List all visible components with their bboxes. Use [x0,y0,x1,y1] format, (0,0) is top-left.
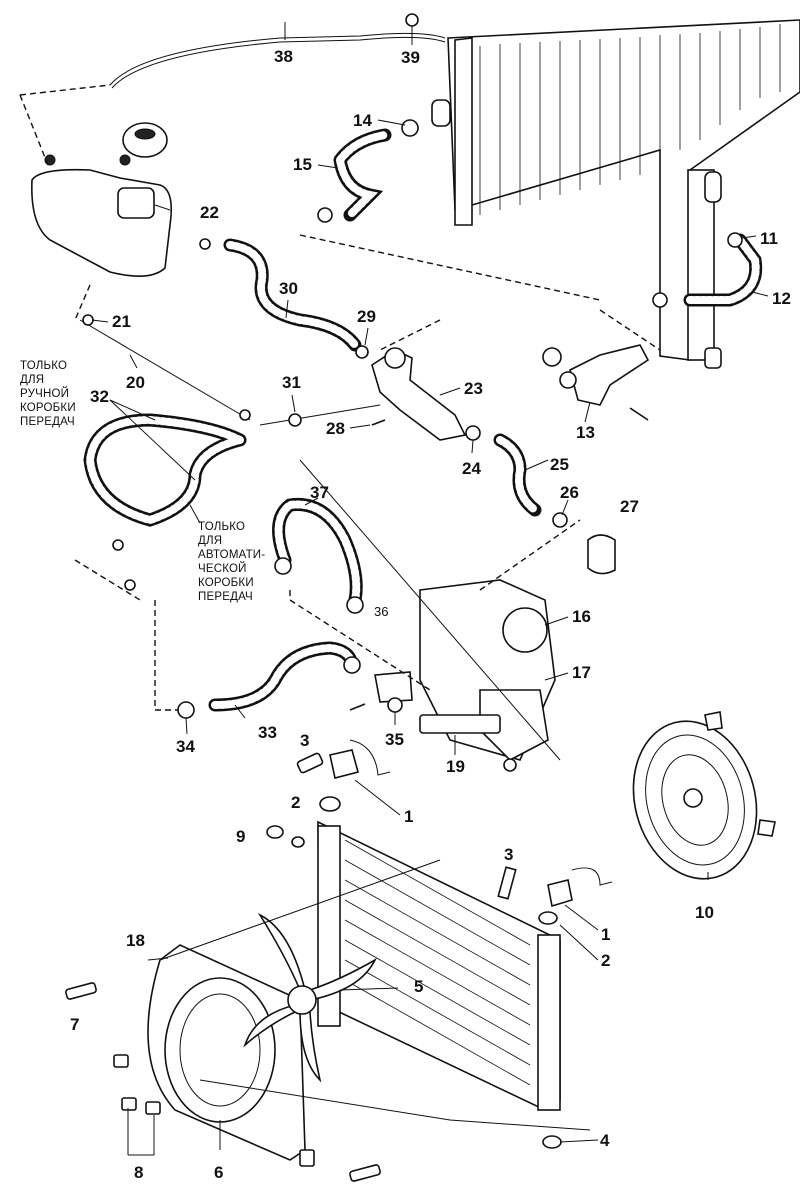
label-29: 29 [357,307,376,326]
label-18: 18 [126,931,145,950]
svg-text:ПЕРЕДАЧ: ПЕРЕДАЧ [20,416,75,428]
label-11: 11 [760,229,778,248]
svg-text:АВТОМАТИ-: АВТОМАТИ- [198,549,265,561]
lower-assembly [65,739,613,1182]
svg-text:ТОЛЬКО: ТОЛЬКО [198,521,245,533]
label-2-right: 2 [601,951,610,970]
label-9: 9 [236,827,245,846]
label-leaders [91,22,769,1156]
label-37: 37 [310,483,329,502]
label-1-right: 1 [601,925,610,944]
label-12: 12 [772,289,791,308]
label-22: 22 [200,203,219,222]
hoses [83,32,763,712]
label-39: 39 [401,48,420,67]
svg-text:ПЕРЕДАЧ: ПЕРЕДАЧ [198,591,253,603]
label-26: 26 [560,483,579,502]
label-21: 21 [112,312,131,331]
label-38: 38 [274,47,293,66]
label-5: 5 [414,977,423,996]
label-34: 34 [176,737,195,756]
label-25: 25 [550,455,569,474]
svg-text:КОРОБКИ: КОРОБКИ [20,402,76,414]
label-6: 6 [214,1163,223,1182]
electric-fan [632,711,776,880]
label-13: 13 [576,423,595,442]
label-33: 33 [258,723,277,742]
label-8: 8 [134,1163,143,1182]
label-36: 36 [374,604,388,619]
svg-text:ДЛЯ: ДЛЯ [20,374,44,386]
expansion-tank [31,122,173,277]
fan-blades [243,913,377,1083]
label-7: 7 [70,1015,79,1034]
pipes-and-housings [371,344,650,761]
label-1-top: 1 [404,807,413,826]
connection-lines [19,84,661,761]
label-30: 30 [279,279,298,298]
label-20: 20 [126,373,145,392]
label-14: 14 [353,111,372,130]
label-15: 15 [293,155,312,174]
label-2-top: 2 [291,793,300,812]
label-24: 24 [462,459,481,478]
svg-text:ДЛЯ: ДЛЯ [198,535,222,547]
label-28: 28 [326,419,345,438]
note-automatic-gearbox: ТОЛЬКО ДЛЯ АВТОМАТИ- ЧЕСКОЙ КОРОБКИ ПЕРЕ… [198,521,265,603]
svg-text:КОРОБКИ: КОРОБКИ [198,577,254,589]
label-32: 32 [90,387,109,406]
label-16: 16 [572,607,591,626]
label-10: 10 [695,903,714,922]
svg-text:РУЧНОЙ: РУЧНОЙ [20,387,69,400]
note-manual-gearbox: ТОЛЬКО ДЛЯ РУЧНОЙ КОРОБКИ ПЕРЕДАЧ [20,360,76,428]
label-31: 31 [282,373,301,392]
svg-text:ЧЕСКОЙ: ЧЕСКОЙ [198,562,247,575]
label-3-top: 3 [300,731,309,750]
part-number-labels: 38 39 14 15 22 11 30 12 21 29 20 31 23 3… [70,47,791,1182]
label-19: 19 [446,757,465,776]
label-23: 23 [464,379,483,398]
label-3-right: 3 [504,845,513,864]
radiator-upper [431,19,800,369]
label-35: 35 [385,730,404,749]
clamps-and-fasteners [82,13,743,772]
label-4: 4 [600,1131,610,1150]
label-27: 27 [620,497,639,516]
svg-text:ТОЛЬКО: ТОЛЬКО [20,360,67,372]
label-17: 17 [572,663,591,682]
